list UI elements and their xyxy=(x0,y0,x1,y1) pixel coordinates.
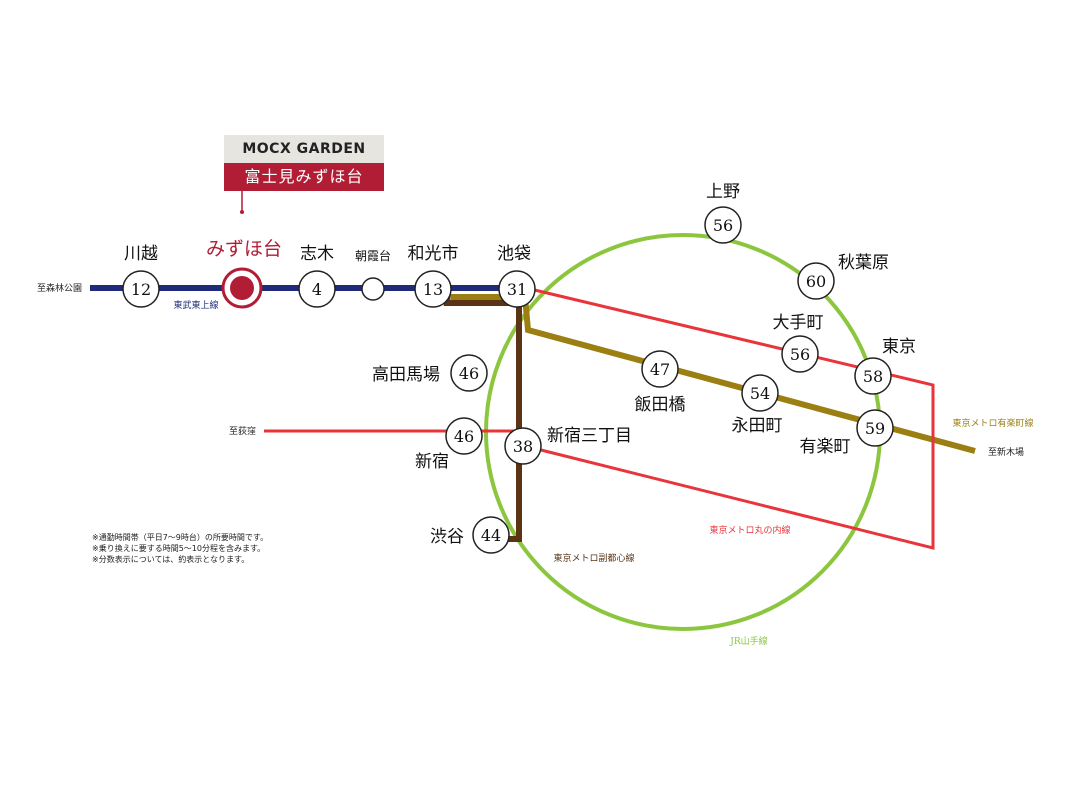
shinjuku-sanchome-name: 新宿三丁目 xyxy=(547,426,632,446)
station-shibuya: 44 xyxy=(472,516,510,554)
footnote: ※分数表示については、約表示となります。 xyxy=(92,555,250,564)
shinjuku-name: 新宿 xyxy=(415,452,449,472)
station-takadanobaba: 46 xyxy=(450,354,488,392)
shibuya-time: 44 xyxy=(481,526,501,545)
shibuya-name: 渋谷 xyxy=(430,527,464,547)
footnote: ※通勤時間帯（平日7～9時台）の所要時間です。 xyxy=(92,533,269,542)
kawagoe-name: 川越 xyxy=(124,244,158,264)
nagatacho-time: 54 xyxy=(750,384,770,403)
station-otemachi: 56 xyxy=(781,335,819,373)
station-asakadai xyxy=(361,277,385,301)
ikebukuro-time: 31 xyxy=(507,280,527,299)
akihabara-name: 秋葉原 xyxy=(838,253,889,273)
dest-shinkiba: 至新木場 xyxy=(988,446,1024,458)
yamanote-line-label: JR山手線 xyxy=(729,635,767,647)
dest-shinrinkoen: 至森林公園 xyxy=(37,282,82,294)
yurakucho-line xyxy=(451,294,976,454)
tokyo-name: 東京 xyxy=(882,337,916,357)
station-tokyo: 58 xyxy=(854,357,892,395)
iidabashi-time: 47 xyxy=(650,360,670,379)
station-wakoshi: 13 xyxy=(414,270,452,308)
station-yurakucho: 59 xyxy=(856,409,894,447)
otemachi-name: 大手町 xyxy=(773,313,824,333)
shiki-time: 4 xyxy=(312,280,322,299)
brand-pointer-end xyxy=(240,210,244,214)
wakoshi-time: 13 xyxy=(423,280,443,299)
ikebukuro-name: 池袋 xyxy=(497,244,531,264)
takadanobaba-time: 46 xyxy=(459,364,479,383)
station-shinjuku-sanchome: 38 xyxy=(504,427,542,465)
station-nagatacho: 54 xyxy=(741,374,779,412)
property-label: MOCX GARDEN 富士見みずほ台 xyxy=(224,135,384,191)
yurakucho-line-label: 東京メトロ有楽町線 xyxy=(952,417,1033,429)
shinjuku-sanchome-time: 38 xyxy=(513,437,533,456)
asakadai-name: 朝霞台 xyxy=(355,248,391,263)
fukutoshin-line xyxy=(443,293,522,542)
mizuhodai-dot xyxy=(230,276,254,300)
marunouchi-line-label: 東京メトロ丸の内線 xyxy=(709,524,790,536)
yurakucho-name: 有楽町 xyxy=(800,437,851,457)
mizuhodai-name: みずほ台 xyxy=(206,238,282,260)
shinjuku-time: 46 xyxy=(454,427,474,446)
shiki-name: 志木 xyxy=(300,244,334,264)
nagatacho-name: 永田町 xyxy=(732,416,783,436)
dest-ogikubo: 至荻窪 xyxy=(229,425,256,437)
otemachi-time: 56 xyxy=(790,345,810,364)
station-kawagoe: 12 xyxy=(122,270,160,308)
ueno-time: 56 xyxy=(713,216,733,235)
yurakucho-time: 59 xyxy=(865,419,885,438)
wakoshi-name: 和光市 xyxy=(408,244,459,264)
fukutoshin-line-label: 東京メトロ副都心線 xyxy=(553,552,634,564)
iidabashi-name: 飯田橋 xyxy=(635,395,686,415)
takadanobaba-name: 高田馬場 xyxy=(372,365,440,385)
station-shiki: 4 xyxy=(298,270,336,308)
ueno-name: 上野 xyxy=(706,182,740,202)
station-iidabashi: 47 xyxy=(641,350,679,388)
marunouchi-line xyxy=(264,285,935,550)
station-shinjuku: 46 xyxy=(445,417,483,455)
kawagoe-time: 12 xyxy=(131,280,151,299)
footnotes: ※通勤時間帯（平日7～9時台）の所要時間です。 ※乗り換えに要する時間5～10分… xyxy=(92,532,268,565)
akihabara-time: 60 xyxy=(806,272,826,291)
station-ueno: 56 xyxy=(704,206,742,244)
tobu-tojo-label: 東武東上線 xyxy=(173,299,218,311)
footnote: ※乗り換えに要する時間5～10分程を含みます。 xyxy=(92,544,266,553)
brand-logo: MOCX GARDEN xyxy=(224,135,384,163)
station-akihabara: 60 xyxy=(797,262,835,300)
station-ikebukuro: 31 xyxy=(498,270,536,308)
property-name: 富士見みずほ台 xyxy=(224,163,384,191)
tokyo-time: 58 xyxy=(863,367,883,386)
